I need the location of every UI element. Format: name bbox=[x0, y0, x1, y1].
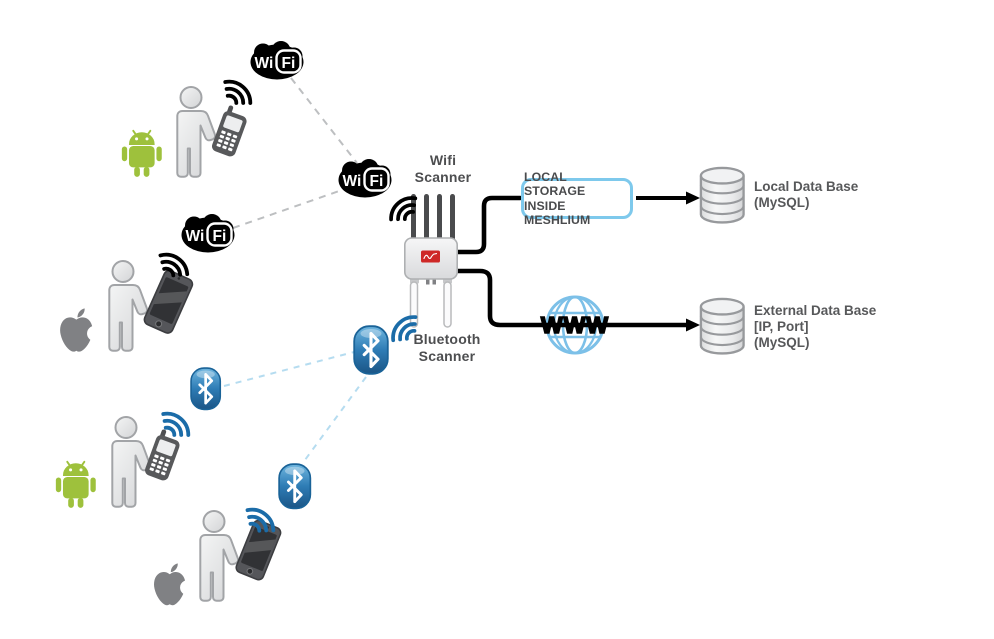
apple-logo-icon bbox=[154, 563, 195, 606]
wifi-logo-icon bbox=[249, 39, 305, 81]
person-icon bbox=[108, 260, 149, 352]
external-database-label-line2: [IP, Port] bbox=[754, 319, 809, 334]
feature-phone-icon bbox=[210, 104, 251, 158]
local-database-label-line1: Local Data Base bbox=[754, 179, 859, 194]
wifi-scanner-label-line2: Scanner bbox=[414, 168, 472, 185]
bluetooth-scanner-label-line2: Scanner bbox=[418, 347, 476, 364]
user-group-apple-wifi bbox=[60, 247, 195, 352]
arrow-right-icon bbox=[686, 191, 700, 205]
apple-logo-icon bbox=[60, 308, 103, 352]
dashed-link-wifi-2 bbox=[232, 189, 343, 229]
bluetooth-logo-icon bbox=[189, 366, 222, 411]
local-storage-box-line1: LOCAL STORAGE bbox=[524, 169, 586, 199]
bluetooth-scanner-label: Bluetooth Scanner bbox=[399, 331, 495, 364]
dashed-link-bluetooth-1 bbox=[223, 351, 355, 387]
bluetooth-logo-icon bbox=[352, 324, 390, 376]
user-group-android-wifi bbox=[120, 74, 258, 178]
cable-device-to-storage bbox=[453, 195, 523, 255]
dashed-link-bluetooth-2 bbox=[301, 376, 367, 465]
cable-device-to-externaldb bbox=[453, 268, 690, 328]
local-storage-box: LOCAL STORAGE INSIDE MESHLIUM bbox=[521, 170, 633, 227]
database-cylinder-icon bbox=[699, 297, 745, 355]
wifi-scanner-label-line1: Wifi bbox=[429, 152, 457, 168]
local-database-label-line2: (MySQL) bbox=[754, 195, 810, 210]
meshlium-router-icon bbox=[403, 193, 459, 328]
signal-waves-icon bbox=[217, 74, 258, 112]
person-icon bbox=[111, 416, 152, 508]
android-robot-icon bbox=[120, 129, 163, 178]
bluetooth-logo-icon bbox=[277, 462, 312, 510]
signal-waves-icon bbox=[153, 247, 194, 284]
external-database-label-line3: (MySQL) bbox=[754, 335, 810, 350]
dashed-link-wifi-1 bbox=[290, 77, 358, 164]
bluetooth-scanner-label-line1: Bluetooth bbox=[413, 331, 481, 347]
external-database-label-line1: External Data Base bbox=[754, 303, 877, 318]
wifi-logo-icon bbox=[337, 157, 393, 199]
user-group-android-bluetooth bbox=[54, 406, 196, 509]
person-icon bbox=[199, 510, 240, 602]
arrow-right-icon bbox=[686, 318, 700, 332]
feature-phone-icon bbox=[143, 428, 184, 482]
database-cylinder-icon bbox=[699, 166, 745, 224]
external-database-label: External Data Base [IP, Port] (MySQL) bbox=[754, 303, 876, 351]
www-globe-label: WWW bbox=[541, 312, 609, 338]
wifi-scanner-label: Wifi Scanner bbox=[395, 152, 491, 185]
person-icon bbox=[176, 86, 217, 178]
local-database-label: Local Data Base (MySQL) bbox=[754, 179, 858, 211]
local-storage-box-line2: INSIDE MESHLIUM bbox=[524, 198, 591, 228]
wifi-logo-icon bbox=[180, 212, 236, 254]
android-robot-icon bbox=[54, 460, 97, 509]
user-group-apple-bluetooth bbox=[154, 502, 283, 606]
smartphone-icon bbox=[141, 268, 195, 336]
